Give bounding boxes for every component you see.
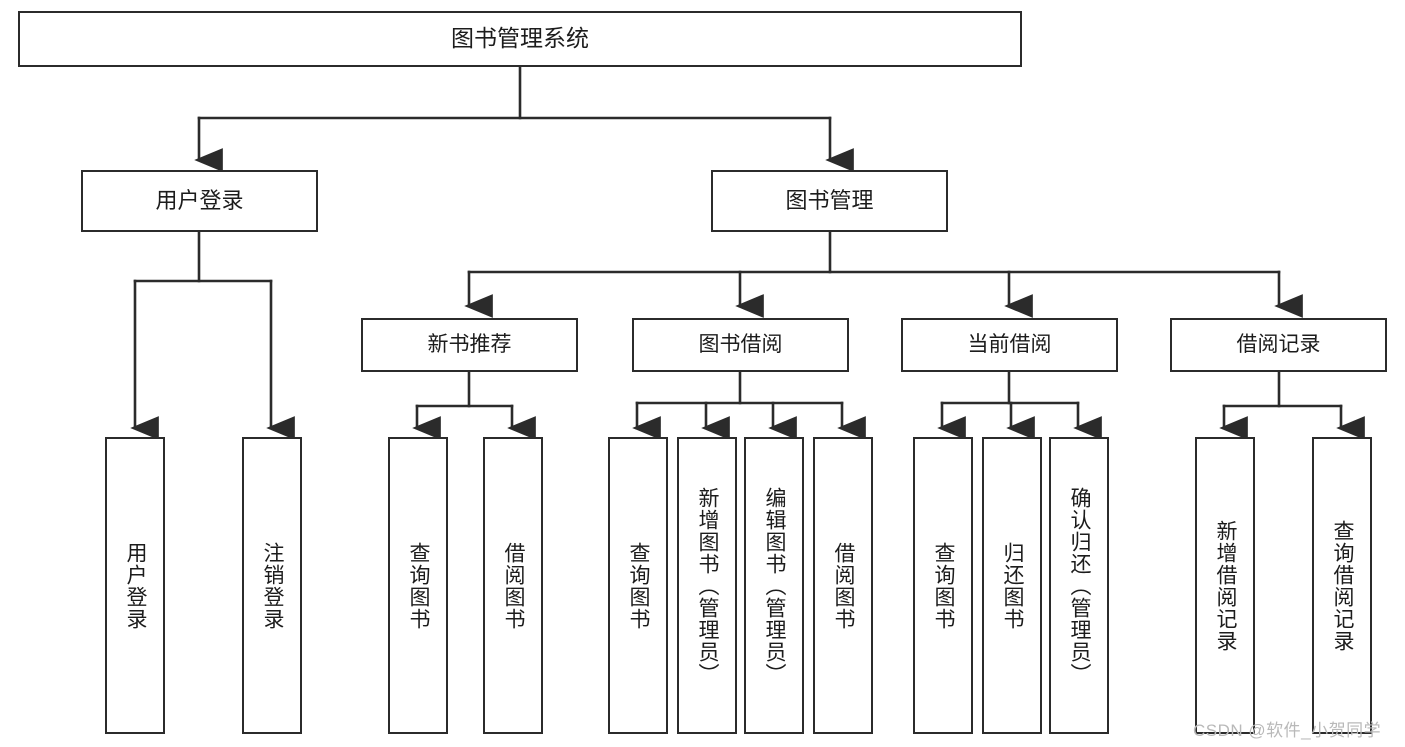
leaf-return-books[interactable]: 归还图书	[982, 437, 1042, 734]
leaf-user-login[interactable]: 用户登录	[105, 437, 165, 734]
leaf-confirm-return-admin[interactable]: 确认归还（管理员）	[1049, 437, 1109, 734]
leaf-query-books-newbook[interactable]: 查询图书	[388, 437, 448, 734]
leaf-add-book-admin[interactable]: 新增图书（管理员）	[677, 437, 737, 734]
node-label: 注销登录	[261, 541, 285, 630]
node-label: 图书管理系统	[451, 25, 589, 52]
node-label: 用户登录	[124, 541, 148, 630]
node-current-borrowing[interactable]: 当前借阅	[901, 318, 1118, 372]
leaf-query-borrow-record[interactable]: 查询借阅记录	[1312, 437, 1372, 734]
leaf-add-borrow-record[interactable]: 新增借阅记录	[1195, 437, 1255, 734]
node-label: 借阅记录	[1236, 332, 1321, 356]
node-label: 用户登录	[155, 188, 244, 214]
node-label: 借阅图书	[832, 541, 856, 630]
node-label: 当前借阅	[967, 332, 1052, 356]
leaf-query-books-borrow[interactable]: 查询图书	[608, 437, 668, 734]
node-label: 新增借阅记录	[1214, 519, 1238, 652]
node-label: 查询图书	[407, 541, 431, 630]
node-new-book-recommendation[interactable]: 新书推荐	[361, 318, 578, 372]
node-label: 确认归还（管理员）	[1068, 486, 1092, 685]
node-label: 新增图书（管理员）	[696, 486, 720, 685]
node-label: 编辑图书（管理员）	[763, 486, 787, 685]
leaf-edit-book-admin[interactable]: 编辑图书（管理员）	[744, 437, 804, 734]
leaf-query-books-current[interactable]: 查询图书	[913, 437, 973, 734]
node-label: 借阅图书	[502, 541, 526, 630]
node-label: 查询借阅记录	[1331, 519, 1355, 652]
node-label: 归还图书	[1001, 541, 1025, 630]
node-user-login[interactable]: 用户登录	[81, 170, 318, 232]
leaf-logout[interactable]: 注销登录	[242, 437, 302, 734]
node-book-management[interactable]: 图书管理	[711, 170, 948, 232]
node-book-borrowing[interactable]: 图书借阅	[632, 318, 849, 372]
csdn-watermark: CSDN @软件_小贺同学	[1193, 721, 1382, 740]
node-borrow-records[interactable]: 借阅记录	[1170, 318, 1387, 372]
node-label: 新书推荐	[427, 332, 512, 356]
node-label: 图书管理	[785, 188, 874, 214]
node-label: 查询图书	[932, 541, 956, 630]
leaf-borrow-books-borrow[interactable]: 借阅图书	[813, 437, 873, 734]
leaf-borrow-books-newbook[interactable]: 借阅图书	[483, 437, 543, 734]
node-label: 查询图书	[627, 541, 651, 630]
node-root-book-management-system[interactable]: 图书管理系统	[18, 11, 1022, 67]
node-label: 图书借阅	[698, 332, 783, 356]
